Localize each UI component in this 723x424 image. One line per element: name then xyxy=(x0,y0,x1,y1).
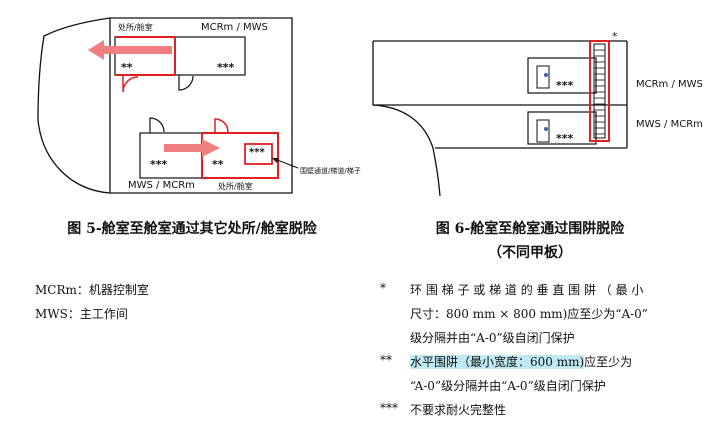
door xyxy=(536,119,550,143)
figure-6-diagram xyxy=(372,40,628,197)
upper-room xyxy=(527,57,597,94)
top-room-name: MCRm / MWS xyxy=(201,22,268,33)
lower-deck-label: MWS / MCRm xyxy=(636,119,703,130)
figure-5-diagram xyxy=(37,17,299,194)
top-escape-outline xyxy=(115,36,176,76)
callout-arrowhead xyxy=(272,158,279,163)
note-line-rest: 应至少为 xyxy=(584,355,633,369)
top-room-right xyxy=(174,36,246,76)
stair-box xyxy=(244,143,273,165)
stars-label: *** xyxy=(249,147,265,158)
stars-label: *** xyxy=(556,79,574,92)
top-escape-arrow xyxy=(88,40,172,60)
legend-item: MWS：主工作间 xyxy=(35,307,128,321)
note-line: “A-0”级分隔并由“A-0”级自闭门保护 xyxy=(410,379,606,393)
door-swing xyxy=(149,117,165,133)
note-line: 水平围阱（最小宽度：600 mm)应至少为 xyxy=(410,353,632,370)
note-marker: * xyxy=(380,281,386,295)
bottom-room-label: 处所/舱室 xyxy=(218,182,253,191)
legend-item: MCRm：机器控制室 xyxy=(35,283,149,297)
stars-label: *** xyxy=(217,61,235,74)
bottom-escape-arrow xyxy=(164,139,220,157)
stars-label: ** xyxy=(121,61,133,74)
figure-6-caption-sub: （不同甲板） xyxy=(488,245,572,261)
note-line: 不要求耐火完整性 xyxy=(410,403,507,417)
note-marker: ** xyxy=(380,353,392,367)
callout-label: 围壁通道/梯道/梯子 xyxy=(300,167,361,175)
door-handle xyxy=(544,127,548,131)
hull-outline xyxy=(37,17,293,194)
door-swing xyxy=(122,75,139,93)
bottom-room-right xyxy=(201,132,279,179)
stars-label: *** xyxy=(556,132,574,145)
figure-6-caption: 图 6-舱室至舱室通过围阱脱险 xyxy=(435,221,625,237)
note-highlight: 水平围阱（最小宽度：600 mm) xyxy=(410,355,585,369)
door-swing xyxy=(178,75,194,91)
door-handle xyxy=(544,73,548,77)
vertical-trunk xyxy=(589,40,610,142)
upper-deck-label: MCRm / MWS xyxy=(636,79,703,90)
door-swing xyxy=(214,118,229,133)
door xyxy=(536,65,550,89)
stars-label: *** xyxy=(150,158,168,171)
ladder xyxy=(593,43,606,139)
note-line: 尺寸：800 mm × 800 mm)应至少为“A-0” xyxy=(410,307,648,321)
note-marker: *** xyxy=(380,401,398,415)
ladder-rungs xyxy=(594,49,605,135)
figure-5-caption: 图 5-舱室至舱室通过其它处所/舱室脱险 xyxy=(67,221,317,237)
bottom-room-left xyxy=(139,132,203,179)
note-line: 环 围 梯 子 或 梯 道 的 垂 直 围 阱 （ 最 小 xyxy=(410,283,644,297)
asterisk-label: * xyxy=(612,30,618,43)
bottom-room-name: MWS / MCRm xyxy=(128,180,195,191)
top-room-label: 处所/舱室 xyxy=(118,23,153,32)
note-line: 级分隔并由“A-0”级自闭门保护 xyxy=(410,331,575,345)
hull-outline xyxy=(372,40,627,197)
stars-label: ** xyxy=(212,158,224,171)
